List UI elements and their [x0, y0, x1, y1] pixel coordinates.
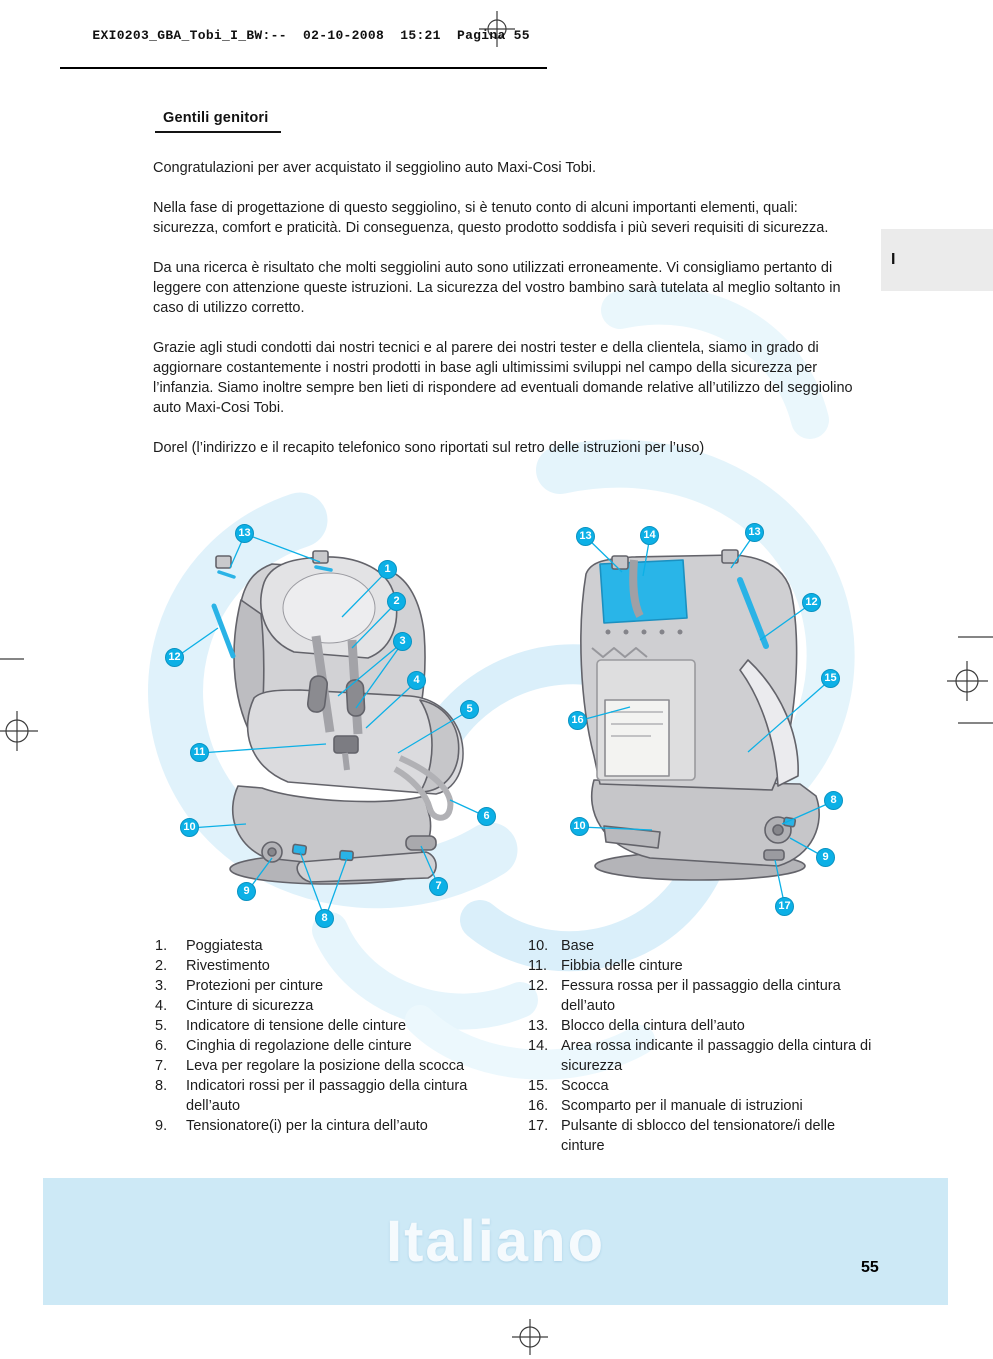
part-label: Pulsante di sblocco del tensionatore/i d…	[561, 1118, 836, 1154]
callout-badge-7: 7	[429, 877, 448, 896]
part-label: Tensionatore(i) per la cintura dell’auto	[186, 1118, 428, 1134]
callout-badge-12: 12	[802, 593, 821, 612]
car-seat-rear-illustration	[580, 549, 820, 881]
part-number: 17.	[528, 1118, 549, 1134]
page-number: 55	[861, 1259, 879, 1276]
callout-badge-16: 16	[568, 711, 587, 730]
paragraph: Grazie agli studi condotti dai nostri te…	[153, 340, 853, 416]
part-number: 7.	[155, 1058, 168, 1074]
part-item: 7. Leva per regolare la posizione della s…	[155, 1056, 528, 1076]
part-label: Fibbia delle cinture	[561, 958, 683, 974]
part-item: 13. Blocco della cintura dell’auto	[528, 1016, 928, 1036]
print-header-text: EXI0203_GBA_Tobi_I_BW:-- 02-10-2008 15:2…	[92, 28, 530, 43]
part-number: 14.	[528, 1038, 549, 1054]
callout-badge-10: 10	[570, 817, 589, 836]
callout-badge-1: 1	[378, 560, 397, 579]
callout-badge-9: 9	[816, 848, 835, 867]
callout-badge-8: 8	[315, 909, 334, 928]
part-number: 6.	[155, 1038, 168, 1054]
part-number: 2.	[155, 958, 168, 974]
callout-badge-4: 4	[407, 671, 426, 690]
callout-badge-14: 14	[640, 526, 659, 545]
part-item: 3. Protezioni per cinture	[155, 976, 528, 996]
part-number: 10.	[528, 938, 549, 954]
parts-list: 1. Poggiatesta 2. Rivestimento 3. Protezioni …	[155, 936, 928, 1156]
registration-mark	[512, 1319, 548, 1355]
part-number: 8.	[155, 1078, 168, 1094]
part-label: Scomparto per il manuale di istruzioni	[561, 1098, 803, 1114]
registration-mark	[0, 658, 38, 751]
callout-badge-12: 12	[165, 648, 184, 667]
print-header: EXI0203_GBA_Tobi_I_BW:-- 02-10-2008 15:2…	[60, 13, 547, 69]
callout-badge-13: 13	[745, 523, 764, 542]
part-number: 15.	[528, 1078, 549, 1094]
part-item: 12. Fessura rossa per il passaggio della …	[528, 976, 928, 1016]
part-label: Base	[561, 938, 595, 954]
part-item: 9. Tensionatore(i) per la cintura dell’au…	[155, 1116, 528, 1136]
part-label: Poggiatesta	[186, 938, 263, 954]
part-number: 11.	[528, 958, 548, 974]
part-label: Scocca	[561, 1078, 609, 1094]
part-item: 2. Rivestimento	[155, 956, 528, 976]
part-item: 14. Area rossa indicante il passaggio del…	[528, 1036, 928, 1076]
callout-badge-13: 13	[576, 527, 595, 546]
part-label: Area rossa indicante il passaggio della …	[561, 1038, 872, 1074]
section-tab-label: I	[891, 251, 896, 268]
part-label: Rivestimento	[186, 958, 270, 974]
part-label: Cinture di sicurezza	[186, 998, 314, 1014]
paragraph: Da una ricerca è risultato che molti seg…	[153, 260, 841, 316]
part-item: 4. Cinture di sicurezza	[155, 996, 528, 1016]
part-number: 16.	[528, 1098, 549, 1114]
section-tab: I	[881, 229, 993, 291]
part-label: Cinghia di regolazione delle cinture	[186, 1038, 412, 1054]
intro-paragraphs: Congratulazioni per aver acquistato il s…	[153, 158, 867, 478]
callout-badge-8: 8	[824, 791, 843, 810]
page-heading: Gentili genitori	[155, 110, 281, 133]
part-item: 5. Indicatore di tensione delle cinture	[155, 1016, 528, 1036]
callout-badge-15: 15	[821, 669, 840, 688]
callout-badge-17: 17	[775, 897, 794, 916]
part-number: 1.	[155, 938, 168, 954]
part-item: 11. Fibbia delle cinture	[528, 956, 928, 976]
part-number: 3.	[155, 978, 168, 994]
part-item: 8. Indicatori rossi per il passaggio dell…	[155, 1076, 528, 1116]
registration-mark	[947, 636, 993, 724]
part-item: 6. Cinghia di regolazione delle cinture	[155, 1036, 528, 1056]
parts-left: 1. Poggiatesta 2. Rivestimento 3. Protezioni …	[155, 936, 528, 1156]
part-label: Fessura rossa per il passaggio della cin…	[561, 978, 841, 1014]
part-number: 12.	[528, 978, 549, 994]
part-item: 10. Base	[528, 936, 928, 956]
part-number: 9.	[155, 1118, 168, 1134]
callout-badge-2: 2	[387, 592, 406, 611]
part-number: 5.	[155, 1018, 168, 1034]
part-label: Protezioni per cinture	[186, 978, 324, 994]
part-number: 13.	[528, 1018, 549, 1034]
callout-badge-5: 5	[460, 700, 479, 719]
part-label: Indicatori rossi per il passaggio della …	[186, 1078, 468, 1114]
part-label: Leva per regolare la posizione della sco…	[186, 1058, 465, 1074]
language-band: Italiano	[43, 1178, 948, 1305]
part-item: 17. Pulsante di sblocco del tensionatore/…	[528, 1116, 928, 1156]
paragraph: Nella fase di progettazione di questo se…	[153, 200, 829, 236]
part-label: Blocco della cintura dell’auto	[561, 1018, 745, 1034]
paragraph: Dorel (l’indirizzo e il recapito telefon…	[153, 440, 705, 456]
paragraph: Congratulazioni per aver acquistato il s…	[153, 160, 597, 176]
part-item: 15. Scocca	[528, 1076, 928, 1096]
part-number: 4.	[155, 998, 168, 1014]
part-item: 16. Scomparto per il manuale di istruzion…	[528, 1096, 928, 1116]
callout-badge-11: 11	[190, 743, 209, 762]
callout-badge-13: 13	[235, 524, 254, 543]
language-title: Italiano	[385, 1209, 606, 1274]
callout-badge-3: 3	[393, 632, 412, 651]
car-seat-front-illustration	[211, 550, 464, 885]
callout-badge-9: 9	[237, 882, 256, 901]
part-label: Indicatore di tensione delle cinture	[186, 1018, 407, 1034]
callout-badge-6: 6	[477, 807, 496, 826]
parts-right: 10. Base 11. Fibbia delle cinture 12. Fessura…	[528, 936, 928, 1156]
callout-badge-10: 10	[180, 818, 199, 837]
part-item: 1. Poggiatesta	[155, 936, 528, 956]
